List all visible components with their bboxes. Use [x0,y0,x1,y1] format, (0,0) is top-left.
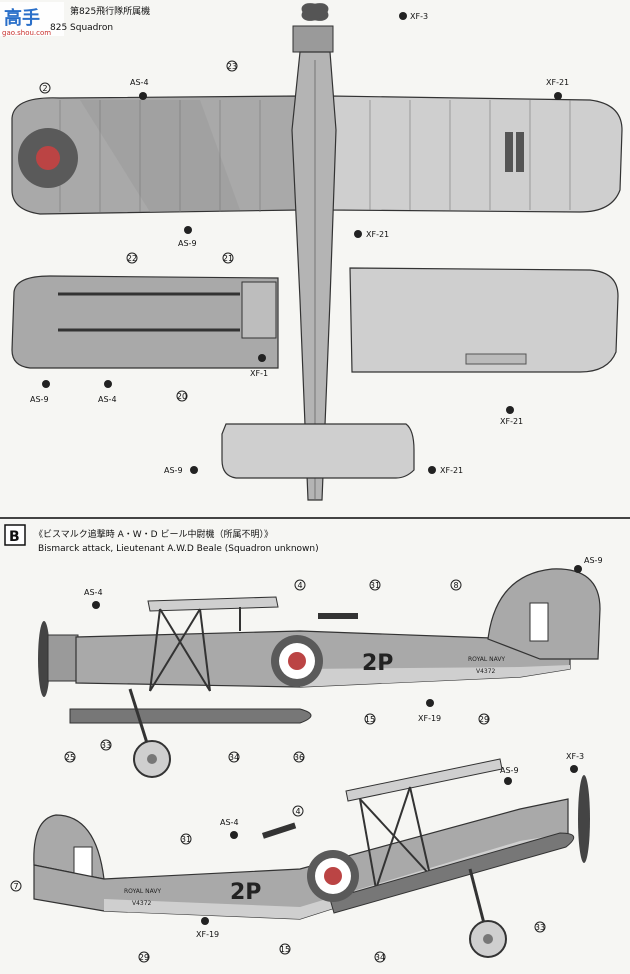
lower-wing-right [349,267,619,373]
callout-as9-wing: AS-9 [178,239,197,248]
callout-as4-lower: AS-4 [98,395,117,404]
serial-line1-side-1: ROYAL NAVY [468,656,505,663]
callout-side2-as9: AS-9 [500,766,519,775]
callout-xf3: XF-3 [410,12,428,21]
callouts-side-2: AS-4 4 31 7 AS-9 XF-3 15 XF-19 29 33 34 [10,752,584,963]
callout-side2-15: 15 [280,945,290,954]
callout-as4: AS-4 [130,78,149,87]
panel-a-title-jp: 第825飛行隊所属機 [70,5,150,17]
callout-side2-xf3: XF-3 [566,752,584,761]
watermark-site: gao.shou.com [2,29,51,37]
serial-line2-side-1: V4372 [476,668,496,675]
panel-b-drawing: B 《ビスマルク追撃時 A・W・D ビール中尉機（所属不明）》 Bismarck… [4,524,603,963]
callout-xf21-mid: XF-21 [366,230,389,239]
callout-side1-29: 29 [479,715,489,724]
propeller-side-1 [38,621,50,697]
callout-xf21-right: XF-21 [500,417,523,426]
panel-a-title-en: 825 Squadron [50,23,113,33]
serial-line2-side-2: V4372 [132,900,152,907]
panel-a-top-view: 高手 gao.shou.com 第825飛行隊所属機 825 Squadron [0,2,623,501]
tailplane-top [221,423,415,479]
callout-2: 2 [42,84,47,93]
panel-b-badge: B [9,529,20,545]
propeller-side-2 [578,775,590,863]
aircraft-code-side-2: 2P [230,880,261,905]
panel-b-title-jp: 《ビスマルク追撃時 A・W・D ビール中尉機（所属不明）》 [34,528,273,540]
serial-line1-side-2: ROYAL NAVY [124,888,161,895]
callout-20: 20 [177,392,187,401]
callout-side1-8: 8 [453,581,458,590]
callout-side2-4: 4 [295,807,300,816]
roundel-side-2 [307,850,359,902]
panel-b-badge-box [4,524,26,546]
panel-a-drawing: 高手 gao.shou.com 第825飛行隊所属機 825 Squadron [0,2,623,501]
panel-b-title-en: Bismarck attack, Lieutenant A.W.D Beale … [38,544,319,554]
roundel-side-1 [271,635,323,687]
callouts-panel-a: XF-3 AS-4 XF-21 2 23 AS-9 XF-21 22 21 XF… [30,12,569,475]
callout-as9-lower: AS-9 [30,395,49,404]
callout-side1-xf19: XF-19 [418,714,441,723]
callout-21: 21 [223,254,233,263]
aircraft-side-1: 2P ROYAL NAVY V4372 [38,568,601,778]
callout-as9-tail: AS-9 [164,466,183,475]
lower-wing-left [11,275,279,369]
callout-xf1: XF-1 [250,369,268,378]
aircraft-code-side-1: 2P [362,651,393,676]
callout-xf21-top: XF-21 [546,78,569,87]
callout-side2-7: 7 [13,882,18,891]
callout-side1-33: 33 [101,741,111,750]
callout-side2-xf19: XF-19 [196,930,219,939]
callout-side2-as4: AS-4 [220,818,239,827]
callout-side1-as4: AS-4 [84,588,103,597]
callout-side1-36: 36 [294,753,304,762]
callouts-side-1: AS-4 4 31 8 AS-9 15 XF-19 29 25 33 34 36 [64,556,603,763]
callout-side2-29: 29 [139,953,149,962]
callout-side2-34: 34 [375,953,385,962]
propeller-top [292,3,334,53]
callout-side1-34: 34 [229,753,239,762]
upper-wing [11,95,623,215]
watermark-brand: 高手 [4,7,40,29]
callout-23: 23 [227,62,237,71]
callout-side1-4: 4 [297,581,302,590]
callout-side1-15: 15 [365,715,375,724]
roundel-upper-wing [18,128,78,188]
callout-xf21-tail: XF-21 [440,466,463,475]
callout-22: 22 [127,254,137,263]
callout-side2-31: 31 [181,835,191,844]
aircraft-side-2: 2P ROYAL NAVY V4372 [33,758,590,958]
callout-side1-31: 31 [370,581,380,590]
callout-side2-33: 33 [535,923,545,932]
panel-b-side-views: B 《ビスマルク追撃時 A・W・D ビール中尉機（所属不明）》 Bismarck… [0,517,630,974]
callout-side1-25: 25 [65,753,75,762]
watermark-logo: 高手 gao.shou.com [0,2,64,37]
callout-side1-as9: AS-9 [584,556,603,565]
